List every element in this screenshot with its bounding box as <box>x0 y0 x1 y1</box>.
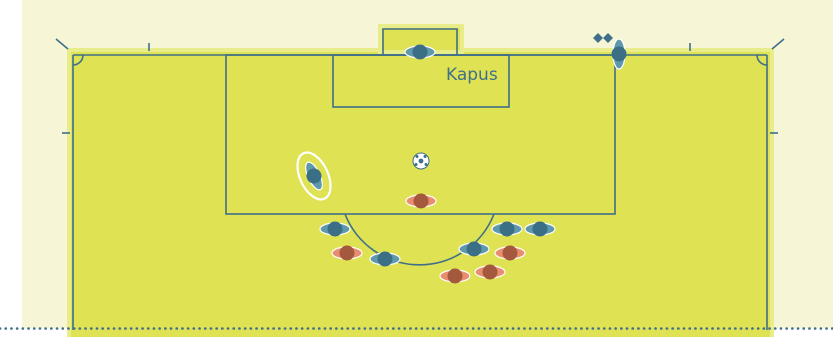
ball-icon <box>413 153 429 169</box>
goalkeeper-label: Kapus <box>446 65 498 85</box>
pitch <box>69 50 772 337</box>
